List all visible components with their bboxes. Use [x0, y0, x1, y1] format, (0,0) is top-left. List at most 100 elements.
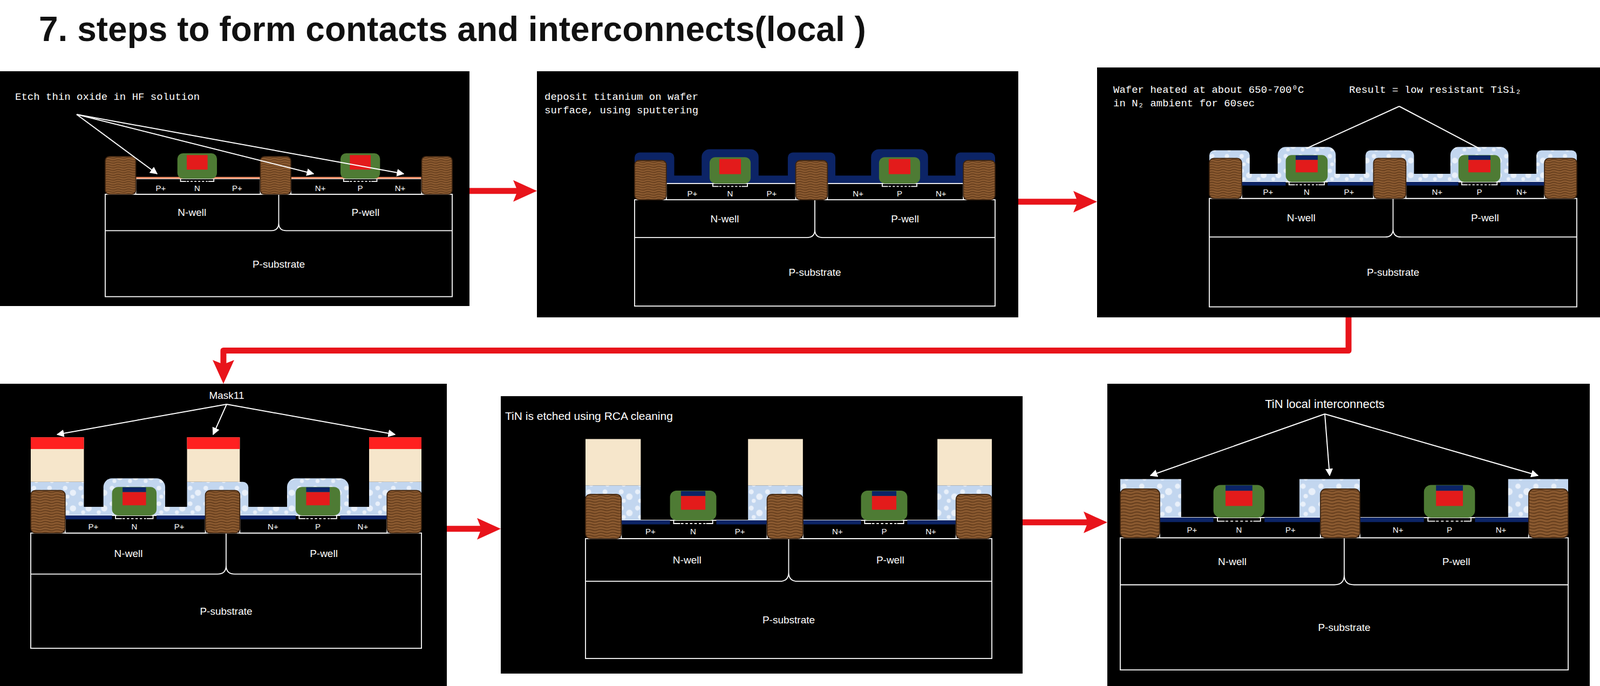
- field-oxide: [30, 490, 66, 534]
- active-region: [239, 515, 387, 534]
- region-label: P+: [1285, 525, 1296, 534]
- label-slot: N+: [395, 184, 406, 193]
- ldd-region: [864, 520, 904, 524]
- poly-gate: [186, 154, 208, 170]
- region-label: N+: [1392, 525, 1404, 534]
- region-label: N+: [925, 527, 937, 536]
- ldd-region: [1427, 517, 1472, 522]
- label-slot: N+: [935, 189, 947, 198]
- gate-silicide: [1225, 485, 1253, 491]
- label-slot: P-well: [1442, 555, 1471, 567]
- label-slot: P+: [645, 527, 656, 536]
- leader-line: [1324, 413, 1330, 476]
- region-label: N+: [852, 189, 864, 198]
- label-slot: P: [896, 189, 903, 198]
- well-boundary: [1120, 537, 1569, 585]
- silicide-layer: [239, 515, 296, 520]
- label-slot: N+: [852, 189, 864, 198]
- step-caption: Wafer heated at about 650-700⁰C in N₂ am…: [1113, 83, 1313, 111]
- region-label: P-substrate: [1317, 622, 1371, 633]
- region-label: N: [1303, 187, 1310, 196]
- step-caption: Result = low resistant TiSi₂: [1349, 83, 1522, 98]
- flow-arrow: [223, 317, 1349, 368]
- step-caption: Mask11: [208, 389, 244, 403]
- gate-spacer: [177, 153, 217, 179]
- ldd-region: [1217, 517, 1261, 522]
- region-label: P+: [645, 527, 656, 536]
- gate-spacer: [1285, 154, 1329, 182]
- substrate-outline: [1209, 198, 1577, 308]
- silicide-layer: [621, 520, 670, 525]
- title-slot: 7. steps to form contacts and interconne…: [38, 8, 867, 51]
- field-oxide: [386, 490, 422, 534]
- photoresist: [747, 438, 803, 486]
- gate-silicide: [1468, 155, 1491, 160]
- channel-line: [1225, 520, 1253, 522]
- poly-gate: [1435, 490, 1463, 506]
- leader-line: [213, 404, 227, 435]
- region-label: N-well: [1287, 212, 1316, 223]
- leader-line: [1150, 413, 1325, 476]
- label-slot: N: [690, 527, 697, 536]
- label-slot: P: [1446, 525, 1453, 534]
- device-cross-section: [1120, 479, 1569, 671]
- label-slot: N-well: [1217, 555, 1247, 567]
- field-oxide: [1528, 488, 1569, 538]
- gate-silicide: [872, 491, 897, 496]
- region-label: P+: [87, 521, 99, 530]
- cross-section: [500, 396, 1023, 674]
- leader-line: [1306, 106, 1400, 149]
- region-label: P-substrate: [762, 614, 815, 625]
- text-slot: TiN is etched using RCA cleaning: [505, 409, 673, 423]
- region-label: N+: [1516, 187, 1528, 196]
- silicide-layer: [1359, 517, 1425, 522]
- text-slot: TiN local interconnects: [1264, 397, 1385, 412]
- process-panel: TiN is etched using RCA cleaningP+ N P+ N+ P…: [500, 396, 1023, 674]
- process-panel: Mask11P+NP+N+PN+N-wellP-wellP-substrate: [0, 383, 447, 686]
- label-slot: P+: [1186, 525, 1197, 534]
- silicide-layer: [716, 520, 767, 525]
- device-cross-section: [30, 437, 422, 649]
- mask-cap: [187, 437, 241, 449]
- region-label: P-substrate: [1366, 266, 1420, 277]
- region-label: P+: [734, 527, 746, 536]
- gate-silicide: [305, 487, 330, 493]
- substrate-outline: [105, 194, 453, 297]
- poly-gate: [122, 492, 146, 506]
- silicide-layer: [65, 515, 113, 520]
- label-slot: P: [1476, 187, 1483, 196]
- region-label: P+: [232, 184, 243, 193]
- label-slot: P+: [1263, 187, 1274, 196]
- cross-section: [1107, 383, 1590, 686]
- active-region: [1159, 517, 1321, 538]
- well-boundary: [1209, 198, 1577, 238]
- label-slot: P-well: [1471, 212, 1500, 223]
- label-slot: N+: [1431, 187, 1443, 196]
- gate-spacer: [1458, 154, 1501, 182]
- label-slot: N+: [267, 521, 279, 530]
- substrate-outline: [30, 533, 422, 649]
- field-oxide: [1373, 158, 1406, 199]
- active-region: [65, 515, 206, 534]
- region-label: P-substrate: [252, 258, 305, 269]
- photoresist: [937, 438, 992, 486]
- conformal-layer: [287, 478, 349, 516]
- region-label: N+: [267, 521, 279, 530]
- gate-silicide: [122, 487, 146, 493]
- region-label: P+: [155, 184, 166, 193]
- text-slot: Etch thin oxide in HF solution: [15, 90, 242, 105]
- ldd-region: [180, 178, 215, 182]
- label-slot: P+: [734, 527, 746, 536]
- silicide-layer: [1264, 517, 1321, 522]
- label-slot: N-well: [177, 207, 207, 218]
- silicide-layer: [1241, 181, 1286, 186]
- field-oxide: [205, 490, 241, 534]
- region-label: N+: [1495, 525, 1507, 534]
- ldd-region: [298, 515, 337, 519]
- label-slot: P-well: [890, 213, 919, 224]
- process-panel: deposit titanium on wafer surface, using…: [536, 71, 1019, 318]
- active-region: [290, 178, 422, 195]
- conformal-layer: [103, 478, 166, 516]
- poly-gate: [719, 159, 741, 175]
- region-label: P+: [1186, 525, 1197, 534]
